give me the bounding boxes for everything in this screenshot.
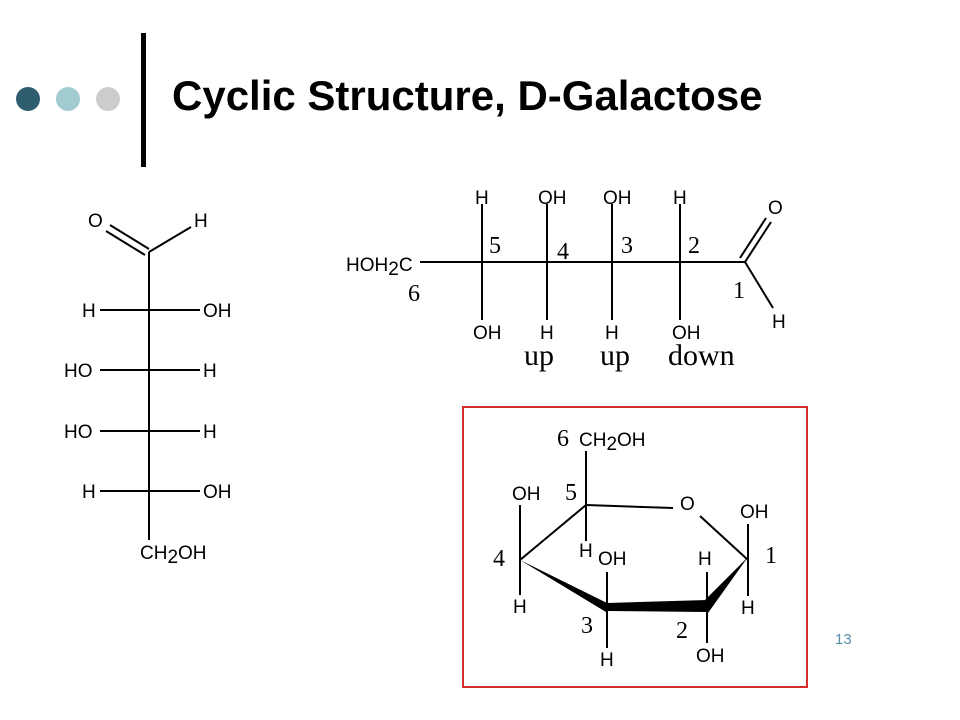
haworth-c5-h: H [579,541,593,562]
haworth-c2-oh: OH [696,646,725,667]
haworth-ch2oh-label: CH2OH [579,430,646,455]
zigzag-num-1: 1 [733,278,745,304]
haworth-c2-h: H [698,549,712,570]
fischer-row-4-left: H [82,482,96,503]
zigzag-word-up-1: up [524,339,554,372]
ring-c4-c3-wedge [520,560,609,612]
haworth-num-2: 2 [676,618,688,644]
zigzag-num-2: 2 [688,233,700,259]
ring-c4-c5-bond [519,504,587,561]
ring-c2-c1-wedge [704,557,748,613]
fischer-row-2-left: HO [64,361,93,382]
zigzag-hoh2c-label: HOH2C [346,255,413,280]
haworth-num-1: 1 [765,543,777,569]
fischer-ch-bond [148,226,192,253]
dark-dot [16,87,40,111]
haworth-c3-oh: OH [598,549,627,570]
zigzag-c2-bottom: OH [672,323,701,344]
haworth-c4-h: H [513,597,527,618]
fischer-row-3-right: H [203,422,217,443]
title-divider-bar [141,33,146,167]
ring-c5-o-bond [585,504,674,509]
zigzag-co-bond-2 [739,217,767,259]
fischer-top-h: H [194,211,208,232]
fischer-co-bond-2 [105,230,146,256]
fischer-co-bond-1 [109,224,150,250]
fischer-row-3-left: HO [64,422,93,443]
zigzag-c4-top: OH [538,188,567,209]
zigzag-structure: HOH2C H OH OH H OH H H OH 5 4 3 2 1 6 O … [346,188,786,372]
slide-title: Cyclic Structure, D-Galactose [172,72,763,119]
gray-dot [96,87,120,111]
haworth-num-4: 4 [493,546,505,572]
fischer-top-o: O [88,211,103,232]
zigzag-co-bond-1 [744,221,772,263]
zigzag-word-down: down [668,339,735,372]
haworth-num-5: 5 [565,480,577,506]
zigzag-c3-bottom: H [605,323,619,344]
haworth-ring-o: O [680,494,695,515]
zigzag-num-3: 3 [621,233,633,259]
zigzag-num-4: 4 [557,239,569,265]
haworth-num-6: 6 [557,426,569,452]
fischer-row-4-right: OH [203,482,232,503]
zigzag-aldehyde-h: H [772,312,786,333]
zigzag-num-6: 6 [408,281,420,307]
zigzag-c5-bottom: OH [473,323,502,344]
zigzag-word-up-2: up [600,339,630,372]
ring-o-c1-bond [699,515,749,561]
haworth-c3-h: H [600,650,614,671]
haworth-highlight-box [462,406,808,688]
zigzag-c5-top: H [475,188,489,209]
teal-dot [56,87,80,111]
page-number: 13 [835,631,852,648]
zigzag-num-5: 5 [489,233,501,259]
haworth-num-3: 3 [581,613,593,639]
haworth-c1-h: H [741,598,755,619]
zigzag-aldehyde-o: O [768,198,783,219]
fischer-projection: O H H OH HO H HO H H OH CH2OH [64,211,232,568]
haworth-projection: 6 CH2OH O 5 H 4 OH H 3 OH H 2 H OH 1 OH … [462,406,808,688]
zigzag-c4-bottom: H [540,323,554,344]
haworth-c4-oh: OH [512,484,541,505]
ring-c3-c2-bold-bond [607,600,707,612]
fischer-bottom-ch2oh: CH2OH [140,543,207,568]
zigzag-c2-top: H [673,188,687,209]
zigzag-c3-top: OH [603,188,632,209]
title-dots-decoration [16,87,120,111]
zigzag-ch-bond [744,261,774,309]
fischer-row-1-right: OH [203,301,232,322]
fischer-row-2-right: H [203,361,217,382]
haworth-c1-oh: OH [740,502,769,523]
fischer-row-1-left: H [82,301,96,322]
